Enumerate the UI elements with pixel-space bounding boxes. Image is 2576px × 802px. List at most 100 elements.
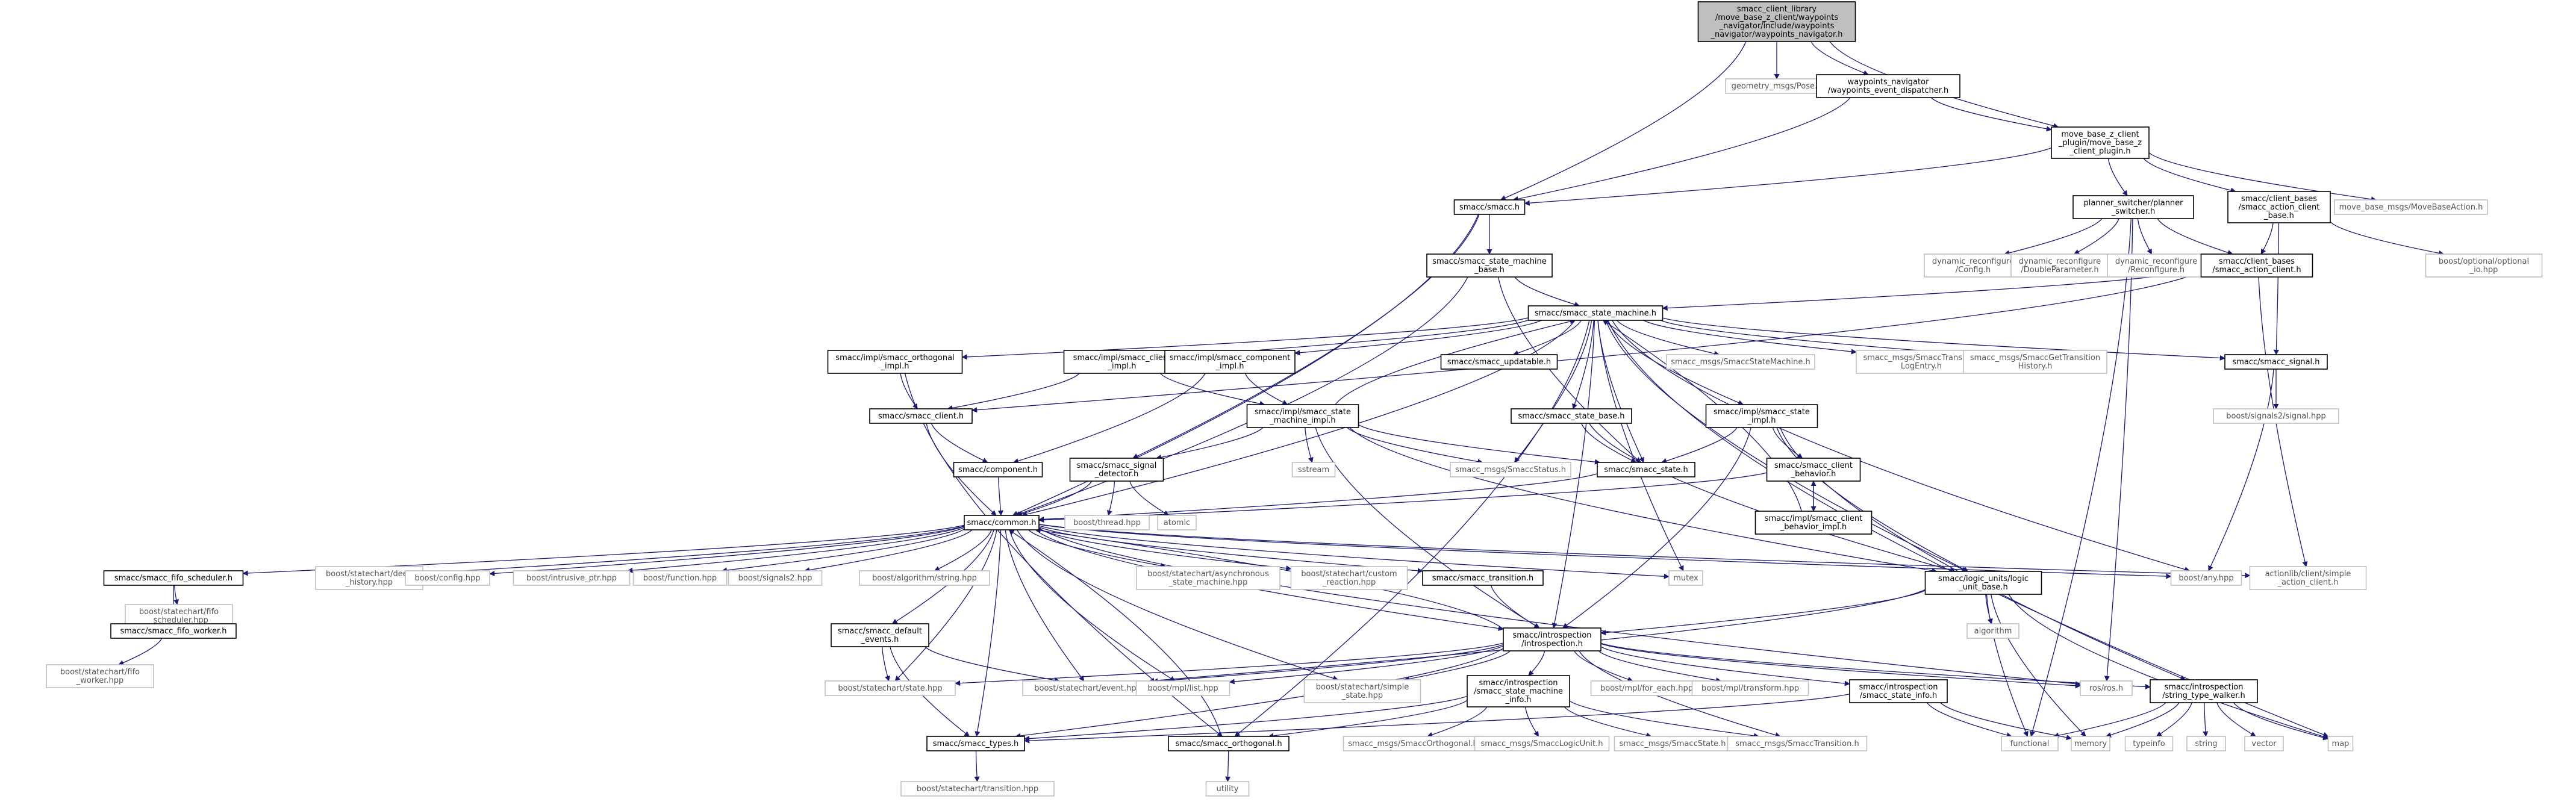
node-label: _base.h: [2263, 211, 2294, 220]
node-mbz-plugin[interactable]: move_base_z_client_plugin/move_base_z_cl…: [2051, 126, 2150, 159]
edge-impl-state-to-introspection: [1562, 427, 1751, 629]
edge-common-to-actionlib-simple: [1038, 523, 2251, 579]
node-impl-state-machine[interactable]: smacc/impl/smacc_state_machine_impl.h: [1246, 404, 1359, 428]
node-signal[interactable]: smacc/smacc_signal.h: [2224, 354, 2328, 370]
node-impl-client-behavior[interactable]: smacc/impl/smacc_client_behavior_impl.h: [1754, 511, 1873, 535]
node-msg-transition[interactable]: smacc_msgs/SmaccTransition.h: [1727, 736, 1868, 751]
node-algorithm[interactable]: algorithm: [1966, 623, 2019, 639]
node-msg-logicunit[interactable]: smacc_msgs/SmaccLogicUnit.h: [1474, 736, 1610, 751]
node-boost-optional-io[interactable]: boost/optional/optional_io.hpp: [2425, 253, 2543, 278]
node-box: [1064, 515, 1150, 530]
node-atomic[interactable]: atomic: [1157, 515, 1197, 530]
node-updatable[interactable]: smacc/smacc_updatable.h: [1440, 354, 1558, 370]
node-mutex[interactable]: mutex: [1668, 570, 1703, 586]
node-b-mpl-list[interactable]: boost/mpl/list.hpp: [1135, 680, 1230, 696]
node-signal-detector[interactable]: smacc/smacc_signal_detector.h: [1069, 458, 1164, 482]
node-label: dynamic_reconfigure: [2115, 257, 2197, 266]
node-fifo-scheduler[interactable]: smacc/smacc_fifo_scheduler.h: [103, 570, 244, 586]
node-impl-state[interactable]: smacc/impl/smacc_state_impl.h: [1705, 404, 1818, 428]
node-msg-orthogonal[interactable]: smacc_msgs/SmaccOrthogonal.h: [1343, 736, 1483, 751]
edge-common-to-ros: [1038, 527, 2081, 687]
edge-planner-switcher-to-dr-reconf: [2137, 218, 2153, 255]
node-utility[interactable]: utility: [1205, 781, 1250, 797]
node-types[interactable]: smacc/smacc_types.h: [926, 736, 1025, 751]
node-sstream[interactable]: sstream: [1291, 462, 1336, 477]
node-smacc-h[interactable]: smacc/smacc.h: [1453, 199, 1526, 215]
node-string[interactable]: string: [2186, 736, 2226, 751]
node-string-walker[interactable]: smacc/introspection/string_type_walker.h: [2150, 679, 2258, 703]
node-b-function[interactable]: boost/function.hpp: [632, 570, 728, 586]
node-introspection[interactable]: smacc/introspection/introspection.h: [1503, 627, 1601, 651]
node-map[interactable]: map: [2327, 736, 2354, 751]
node-client-behavior[interactable]: smacc/smacc_client_behavior.h: [1766, 458, 1861, 482]
node-label: memory: [2074, 739, 2107, 748]
node-typeinfo[interactable]: typeinfo: [2124, 736, 2174, 751]
edge-intro-state-info-to-memory: [1940, 702, 2072, 741]
node-box: [2186, 736, 2226, 751]
edge-planner-switcher-to-functional: [2030, 218, 2132, 737]
node-state-base[interactable]: smacc/smacc_state_base.h: [1511, 408, 1632, 424]
node-ccb-action-client-base[interactable]: smacc/client_bases/smacc_action_client_b…: [2227, 191, 2331, 223]
node-logic-unit-base[interactable]: smacc/logic_units/logic_unit_base.h: [1924, 571, 2042, 595]
node-label: smacc/smacc_state_machine.h: [1535, 309, 1656, 318]
node-b-alg-string[interactable]: boost/algorithm/string.hpp: [859, 570, 990, 586]
node-box: [1136, 566, 1280, 590]
node-ccb-action-client[interactable]: smacc/client_bases/smacc_action_client.h: [2200, 253, 2313, 278]
node-b-state[interactable]: boost/statechart/state.hpp: [825, 680, 956, 696]
edge-logic-unit-base-to-introspection: [1600, 590, 1926, 636]
node-actionlib-simple[interactable]: actionlib/client/simple_action_client.h: [2249, 566, 2367, 590]
node-planner-switcher[interactable]: planner_switcher/planner_switcher.h: [2072, 195, 2194, 219]
node-fifo-worker[interactable]: smacc/smacc_fifo_worker.h: [110, 623, 237, 639]
node-b-transform[interactable]: boost/mpl/transform.hpp: [1691, 680, 1809, 696]
node-boost-thread[interactable]: boost/thread.hpp: [1064, 515, 1150, 530]
node-impl-component[interactable]: smacc/impl/smacc_component_impl.h: [1164, 350, 1296, 374]
node-msg-status[interactable]: smacc_msgs/SmaccStatus.h: [1450, 462, 1571, 477]
node-memory[interactable]: memory: [2071, 736, 2110, 751]
node-b-config[interactable]: boost/config.hpp: [405, 570, 490, 586]
node-b-custom-reaction[interactable]: boost/statechart/custom_reaction.hpp: [1290, 566, 1408, 590]
node-component[interactable]: smacc/component.h: [953, 462, 1043, 477]
edge-state-machine-base-to-state-machine: [1514, 276, 1580, 307]
node-b-simple-state[interactable]: boost/statechart/simple_state.hpp: [1303, 679, 1421, 703]
node-root[interactable]: smacc_client_library/move_base_z_client/…: [1697, 1, 1856, 42]
node-common[interactable]: smacc/common.h: [964, 515, 1040, 530]
node-b-fifo-worker[interactable]: boost/statechart/fifo_worker.hpp: [46, 664, 154, 688]
node-orthogonal[interactable]: smacc/smacc_orthogonal.h: [1168, 736, 1290, 751]
node-msg-statemachine[interactable]: smacc_msgs/SmaccStateMachine.h: [1666, 354, 1815, 370]
node-b-intrusive[interactable]: boost/intrusive_ptr.hpp: [513, 570, 631, 586]
node-impl-client[interactable]: smacc/impl/smacc_client_impl.h: [1063, 350, 1181, 374]
node-box: [1766, 458, 1861, 482]
node-ros[interactable]: ros/ros.h: [2080, 680, 2133, 696]
node-intro-sm-info[interactable]: smacc/introspection/smacc_state_machine_…: [1467, 675, 1570, 707]
node-b-async-sm[interactable]: boost/statechart/asynchronous_state_mach…: [1136, 566, 1280, 590]
node-impl-orthogonal[interactable]: smacc/impl/smacc_orthogonal_impl.h: [827, 350, 963, 374]
node-state-machine-base[interactable]: smacc/smacc_state_machine_base.h: [1426, 253, 1553, 278]
node-default-events[interactable]: smacc/smacc_default_events.h: [831, 623, 929, 647]
edge-intro-sm-info-to-msg-logicunit: [1525, 706, 1539, 737]
node-b-signals2[interactable]: boost/signals2.hpp: [728, 570, 823, 586]
node-b-any[interactable]: boost/any.hpp: [2170, 570, 2242, 586]
node-intro-state-info[interactable]: smacc/introspection/smacc_state_info.h: [1849, 679, 1948, 703]
node-boost-signals2-signal[interactable]: boost/signals2/signal.hpp: [2213, 408, 2339, 424]
node-label: boost/statechart/fifo: [60, 668, 140, 677]
node-label: smacc/client_bases: [2241, 194, 2317, 204]
node-smacc-client[interactable]: smacc/smacc_client.h: [869, 408, 973, 424]
node-b-event[interactable]: boost/statechart/event.hpp: [1022, 680, 1153, 696]
node-functional[interactable]: functional: [2001, 736, 2059, 751]
node-mb-msgs-action[interactable]: move_base_msgs/MoveBaseAction.h: [2334, 199, 2488, 215]
node-dr-double[interactable]: dynamic_reconfigure/DoubleParameter.h: [2010, 253, 2109, 278]
node-msg-state[interactable]: smacc_msgs/SmaccState.h: [1614, 736, 1732, 751]
node-b-for-each[interactable]: boost/mpl/for_each.hpp: [1590, 680, 1703, 696]
node-box: [1422, 570, 1544, 586]
node-state-machine[interactable]: smacc/smacc_state_machine.h: [1527, 305, 1664, 321]
node-geometry-pose[interactable]: geometry_msgs/Pose.h: [1725, 78, 1829, 94]
node-dr-reconf[interactable]: dynamic_reconfigure/Reconfigure.h: [2107, 253, 2206, 278]
node-smacc-state[interactable]: smacc/smacc_state.h: [1597, 462, 1695, 477]
node-wp-dispatcher[interactable]: waypoints_navigator/waypoints_event_disp…: [1816, 74, 1960, 98]
node-dr-config[interactable]: dynamic_reconfigure/Config.h: [1924, 253, 2022, 278]
node-b-transition[interactable]: boost/statechart/transition.hpp: [900, 781, 1055, 797]
node-transition[interactable]: smacc/smacc_transition.h: [1422, 570, 1544, 586]
node-vector[interactable]: vector: [2244, 736, 2284, 751]
edge-types-to-b-transition: [974, 750, 980, 782]
